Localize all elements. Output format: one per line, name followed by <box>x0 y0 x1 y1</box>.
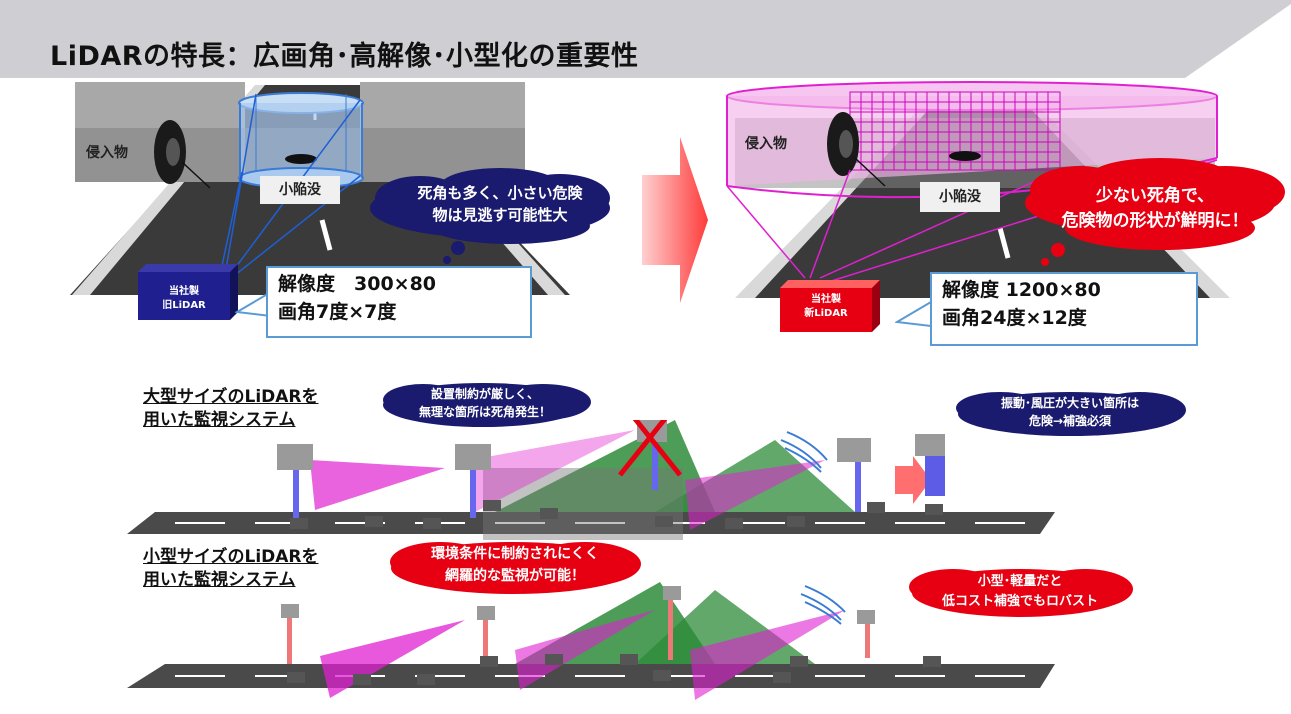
large-title-line2: 用いた監視システム <box>143 410 296 430</box>
pothole-label-right-text: 小陥没 <box>939 189 981 205</box>
small-system-road <box>127 582 1055 700</box>
small-callout2-cloud <box>909 569 1133 617</box>
small-callout1-line1: 環境条件に制約されにくく <box>431 546 599 562</box>
transition-arrow <box>642 137 708 303</box>
intruder-label-left: 侵入物 <box>86 145 128 161</box>
pothole-label-text: 小陥没 <box>279 182 321 198</box>
old-lidar-label: 当社製 旧LiDAR <box>138 285 230 313</box>
new-lidar-label-line2: 新LiDAR <box>804 308 848 319</box>
new-view-angle: 画角24度×12度 <box>942 307 1087 329</box>
large-callout1-cloud <box>383 383 591 427</box>
new-box-pointer <box>895 300 932 328</box>
new-lidar-label-line1: 当社製 <box>811 294 841 305</box>
large-callout1-line1: 設置制約が厳しく、 <box>430 387 539 401</box>
new-lidar-label: 当社製 新LiDAR <box>780 293 872 321</box>
large-callout2-line1: 振動･風圧が大きい箇所は <box>1000 396 1139 410</box>
pothole-label-left: 小陥没 <box>260 176 340 204</box>
large-system-title: 大型サイズのLiDARを 用いた監視システム <box>143 386 319 432</box>
large-title-line1: 大型サイズのLiDARを <box>143 387 319 407</box>
old-callout-text: 死角も多く、小さい危険 物は見逃す可能性大 <box>385 182 615 226</box>
small-title-line1: 小型サイズのLiDARを <box>143 547 319 567</box>
intruder-label-right: 侵入物 <box>745 136 787 152</box>
small-callout2-line1: 小型･軽量だと <box>977 574 1063 589</box>
large-callout2-text: 振動･風圧が大きい箇所は 危険→補強必須 <box>960 394 1180 430</box>
small-callout1-text: 環境条件に制約されにくく 網羅的な監視が可能！ <box>400 543 630 587</box>
small-callout2-line2: 低コスト補強でもロバスト <box>941 594 1098 609</box>
old-view-angle: 画角7度×7度 <box>278 301 397 323</box>
small-callout2-text: 小型･軽量だと 低コスト補強でもロバスト <box>910 572 1130 612</box>
old-callout-line1: 死角も多く、小さい危険 <box>417 184 583 202</box>
old-lidar-spec-box: 解像度 300×80 画角7度×7度 <box>266 266 532 338</box>
small-title-line2: 用いた監視システム <box>143 570 296 590</box>
old-lidar-label-line2: 旧LiDAR <box>162 300 206 311</box>
large-callout2-line2: 危険→補強必須 <box>1028 414 1112 428</box>
large-callout1-line2: 無理な箇所は死角発生！ <box>418 405 551 419</box>
new-callout-cloud <box>1025 158 1285 266</box>
old-callout-cloud <box>370 168 610 264</box>
page-title: LiDARの特長：広画角･高解像･小型化の重要性 <box>50 41 639 72</box>
old-callout-line2: 物は見逃す可能性大 <box>432 206 568 224</box>
pothole-label-right: 小陥没 <box>920 182 1000 212</box>
small-callout1-line2: 網羅的な監視が可能！ <box>445 568 585 584</box>
large-callout1-text: 設置制約が厳しく、 無理な箇所は死角発生！ <box>390 385 580 421</box>
new-resolution: 解像度 1200×80 <box>942 279 1101 301</box>
large-system-road <box>127 420 1055 540</box>
small-system-title: 小型サイズのLiDARを 用いた監視システム <box>143 546 319 592</box>
old-resolution: 解像度 300×80 <box>278 273 437 295</box>
new-callout-line1: 少ない死角で、 <box>1095 186 1215 206</box>
new-callout-line2: 危険物の形状が鮮明に！ <box>1061 211 1249 231</box>
large-callout2-cloud <box>956 392 1186 436</box>
small-callout1-cloud <box>390 542 641 594</box>
new-lidar-spec-box: 解像度 1200×80 画角24度×12度 <box>930 272 1198 346</box>
new-callout-text: 少ない死角で、 危険物の形状が鮮明に！ <box>1030 184 1280 234</box>
old-lidar-label-line1: 当社製 <box>169 286 199 297</box>
header-band <box>0 0 1291 78</box>
